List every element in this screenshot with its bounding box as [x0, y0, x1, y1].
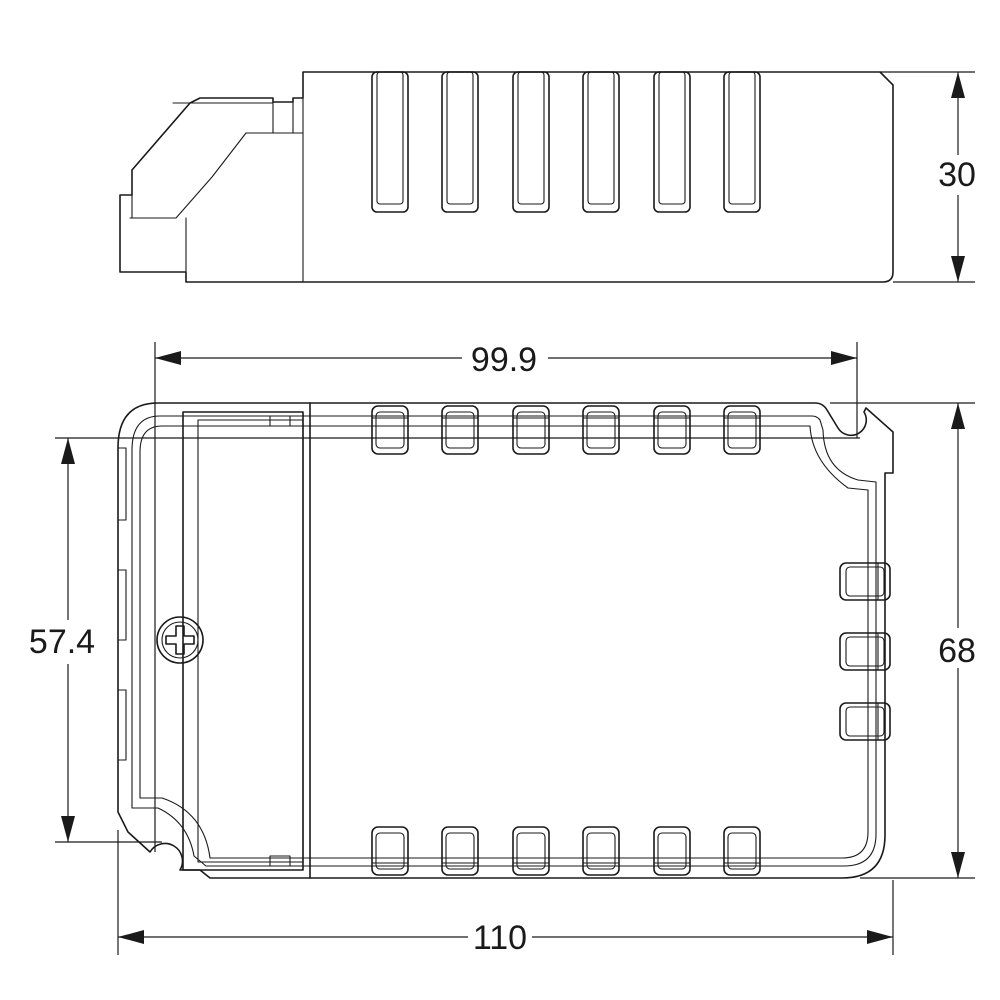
top-clip: [723, 405, 761, 455]
dim-99-9-label: 99.9: [471, 341, 537, 379]
side-slot: [582, 71, 620, 213]
top-clip: [653, 405, 691, 455]
side-slot: [371, 71, 409, 213]
side-slot: [441, 71, 479, 213]
side-housing-outline: [119, 71, 894, 283]
right-clip: [839, 702, 891, 741]
dim-68-label: 68: [938, 632, 976, 670]
dim-99-9-arrow-right: [831, 351, 857, 365]
dim-57-4-label: 57.4: [29, 623, 95, 661]
top-clip: [582, 405, 620, 455]
top-clip: [512, 405, 550, 455]
top-clip: [441, 405, 479, 455]
top-cap-notch-bottom: [269, 855, 291, 867]
top-outer-outline: [117, 402, 894, 879]
dim-110-arrow-left: [118, 930, 144, 944]
dim-30-label: 30: [938, 156, 976, 194]
dim-57-4-arrow-top: [61, 438, 75, 464]
right-clip: [839, 562, 891, 601]
top-inner-outline-2: [139, 425, 869, 859]
bottom-clip: [512, 826, 550, 876]
dim-110-label: 110: [473, 919, 527, 957]
bottom-clip: [582, 826, 620, 876]
top-view: 99.9 68 57.4 110: [29, 341, 976, 957]
bottom-clip: [371, 826, 409, 876]
side-endcap-inner: [129, 132, 304, 219]
top-endcap-inner: [197, 419, 304, 863]
side-view: 30: [119, 71, 976, 283]
screw-icon: [156, 616, 204, 664]
bottom-clip: [653, 826, 691, 876]
dim-30-arrow-bottom: [951, 256, 965, 282]
side-slot: [653, 71, 691, 213]
top-edge-clips: [371, 405, 761, 455]
dim-99-9-arrow-left: [155, 351, 181, 365]
bottom-edge-clips: [371, 826, 761, 876]
side-slot: [723, 71, 761, 213]
top-endcap-block: [182, 411, 304, 871]
dim-30-arrow-top: [951, 72, 965, 98]
dim-110-arrow-right: [867, 930, 893, 944]
top-inner-outline: [131, 415, 877, 867]
top-terminal-steps: [117, 447, 127, 761]
bottom-clip: [723, 826, 761, 876]
top-cap-notch-top: [269, 415, 291, 427]
dim-57-4-arrow-bottom: [61, 816, 75, 842]
side-endcap-edge: [131, 101, 294, 273]
right-edge-clips: [839, 562, 891, 741]
dim-68-arrow-bottom: [951, 852, 965, 878]
top-clip: [371, 405, 409, 455]
right-clip: [839, 632, 891, 671]
bottom-clip: [441, 826, 479, 876]
side-slot: [512, 71, 550, 213]
dim-68-arrow-top: [951, 403, 965, 429]
side-ventilation-slots: [371, 71, 761, 213]
